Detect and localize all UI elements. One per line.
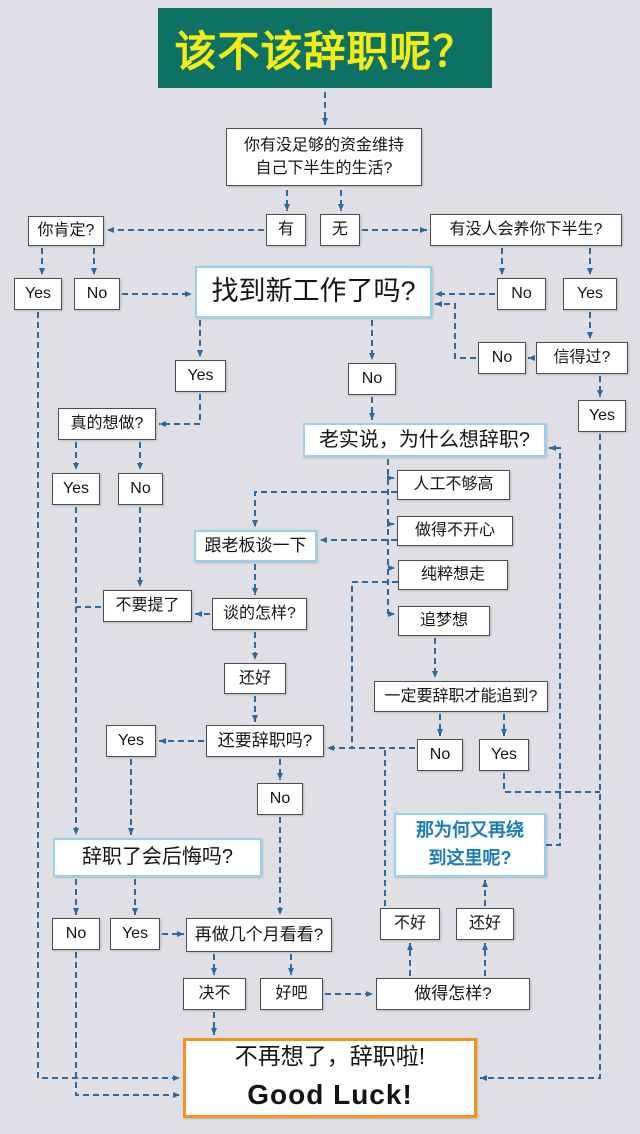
node-yes-mustquit: Yes (479, 739, 529, 771)
node-final-quit-good-luck: 不再想了，辞职啦! Good Luck! (183, 1038, 477, 1118)
node-no-sure: No (74, 278, 120, 310)
node-trustworthy: 信得过? (536, 342, 628, 374)
node-no-trust: No (478, 342, 526, 374)
why-back-line2: 到这里呢? (428, 848, 512, 868)
node-no-support: No (497, 278, 546, 310)
node-not-good: 不好 (380, 908, 440, 940)
node-no-really: No (118, 473, 163, 505)
node-chase-dream: 追梦想 (398, 606, 490, 636)
node-will-you-regret: 辞职了会后悔吗? (53, 838, 262, 877)
why-back-line1: 那为何又再绕 (416, 820, 524, 841)
page-title: 该不该辞职呢？ (158, 8, 492, 88)
node-yes-sure: Yes (14, 278, 62, 310)
node-are-you-sure: 你肯定? (28, 216, 104, 246)
final-line1: 不再想了，辞职啦! (234, 1043, 426, 1070)
node-found-new-job: 找到新工作了吗? (195, 266, 432, 318)
node-someone-support-you: 有没人会养你下半生? (430, 214, 622, 246)
node-yes-really: Yes (52, 473, 100, 505)
node-how-was-talk: 谈的怎样? (212, 598, 307, 630)
node-dont-mention-it: 不要提了 (103, 590, 192, 622)
final-line2: Good Luck! (247, 1079, 413, 1111)
node-unhappy-at-work: 做得不开心 (397, 516, 513, 546)
node-how-is-it-going: 做得怎样? (376, 978, 530, 1010)
node-never: 决不 (183, 978, 246, 1010)
node-none: 无 (320, 214, 360, 246)
node-yes-support: Yes (563, 278, 617, 310)
node-yes-stillquit: Yes (106, 725, 156, 757)
node-okay-talk: 还好 (224, 663, 286, 694)
node-no-regret: No (52, 918, 100, 950)
node-yes-regret: Yes (110, 918, 160, 950)
node-why-back-here: 那为何又再绕 到这里呢? (394, 813, 546, 877)
node-must-quit-to-chase: 一定要辞职才能追到? (374, 681, 548, 712)
node-no-stillquit: No (257, 783, 303, 815)
node-have: 有 (266, 214, 306, 246)
node-talk-to-boss: 跟老板谈一下 (194, 530, 317, 562)
node-still-want-to-quit: 还要辞职吗? (206, 725, 324, 757)
node-yes-newjob: Yes (175, 360, 226, 392)
node-enough-funds: 你有没足够的资金维持自己下半生的生活? (226, 128, 422, 186)
node-okay-going: 还好 (456, 908, 514, 940)
node-few-more-months: 再做几个月看看? (186, 918, 332, 952)
node-salary-too-low: 人工不够高 (397, 470, 510, 500)
node-just-want-to-leave: 纯粹想走 (398, 560, 508, 590)
node-no-mustquit: No (417, 739, 463, 771)
node-fine-okay: 好吧 (260, 978, 323, 1010)
node-why-quit: 老实说，为什么想辞职? (303, 423, 546, 457)
node-no-newjob: No (348, 363, 396, 395)
node-really-want-it: 真的想做? (58, 408, 156, 440)
node-yes-trust: Yes (578, 400, 626, 432)
